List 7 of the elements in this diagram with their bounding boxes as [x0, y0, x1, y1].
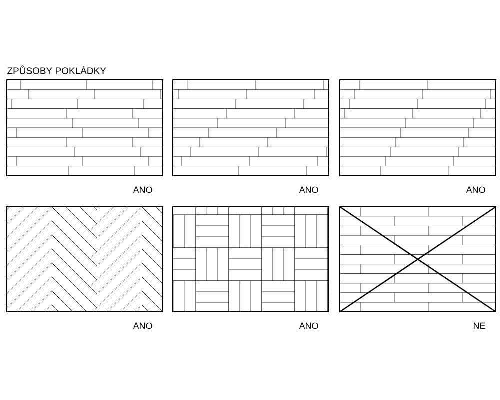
- verdict-label: ANO: [466, 186, 486, 194]
- verdict-label: ANO: [133, 186, 152, 194]
- verdict-label: ANO: [133, 322, 152, 330]
- title: ZPŮSOBY POKLÁDKY: [8, 66, 106, 74]
- verdict-label: ANO: [299, 322, 318, 330]
- verdict-label: ANO: [299, 186, 318, 194]
- verdict-label: NE: [474, 322, 486, 330]
